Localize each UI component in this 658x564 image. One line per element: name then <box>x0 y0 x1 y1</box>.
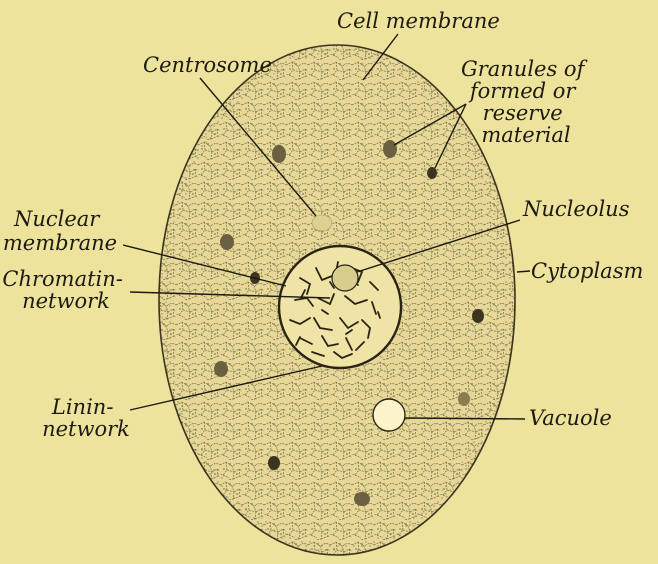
label-centrosome: Centrosome <box>143 53 272 77</box>
nucleolus-body <box>332 265 358 291</box>
label-chromatin-network: Chromatin- network <box>2 267 129 313</box>
granule-7 <box>214 361 228 377</box>
label-nuclear-membrane: Nuclear membrane <box>3 207 117 255</box>
label-cytoplasm: Cytoplasm <box>531 259 643 283</box>
granule-6 <box>472 309 484 323</box>
label-granules: Granules of formed or reserve material <box>461 57 591 147</box>
granule-10 <box>354 492 370 506</box>
label-vacuole: Vacuole <box>529 406 612 430</box>
granule-1 <box>272 145 286 163</box>
granule-3 <box>427 167 437 179</box>
label-linin-network: Linin- network <box>42 395 130 441</box>
granule-2 <box>383 140 397 158</box>
vacuole-body <box>373 399 405 431</box>
granule-8 <box>458 392 470 406</box>
label-cell-membrane: Cell membrane <box>337 9 500 33</box>
leader-cytoplasm <box>517 271 530 272</box>
granule-9 <box>268 456 280 470</box>
granule-4 <box>220 234 234 250</box>
centrosome <box>312 215 332 231</box>
label-nucleolus: Nucleolus <box>522 197 630 221</box>
leader-vacuole <box>405 418 525 419</box>
